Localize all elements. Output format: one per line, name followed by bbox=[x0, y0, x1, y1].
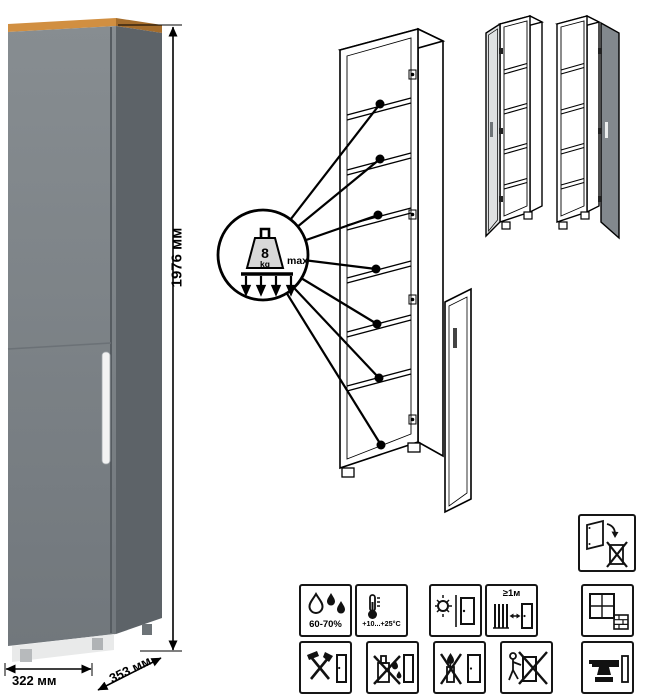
open-door bbox=[444, 287, 472, 514]
shelves bbox=[560, 62, 585, 190]
weight-unit: kg bbox=[260, 259, 270, 269]
max-load-callout: 8 kg max bbox=[216, 208, 310, 302]
temperature-icon: +10...+25°C bbox=[355, 584, 408, 637]
no-heavy-load-icon bbox=[581, 641, 634, 694]
cabinet-photo bbox=[7, 18, 162, 662]
hinges bbox=[408, 69, 417, 425]
water-drops-glyph bbox=[307, 591, 345, 614]
no-open-flame-icon bbox=[433, 641, 486, 694]
door-adjustment-glyph bbox=[586, 519, 628, 568]
cabinet-foot-left bbox=[20, 649, 32, 662]
door-hinged-right-drawing bbox=[555, 14, 620, 240]
anvil-glyph bbox=[588, 654, 629, 683]
heater-distance-label: ≥1м bbox=[502, 588, 521, 600]
door-handle bbox=[453, 328, 457, 348]
cabinet-side-panel bbox=[116, 26, 162, 634]
open-cabinet-drawing bbox=[337, 27, 472, 514]
indoor-use-icon bbox=[581, 584, 634, 637]
foot bbox=[580, 211, 590, 220]
cabinet-foot-right bbox=[92, 638, 103, 650]
door-hinged-left-drawing bbox=[485, 14, 544, 238]
shelf-load-diagram: 8 kg max bbox=[216, 27, 472, 514]
crossed-candle-glyph bbox=[439, 652, 481, 685]
width-dimension-label: 322 мм bbox=[12, 673, 57, 688]
cabinet-foot-side bbox=[142, 624, 152, 635]
foot bbox=[341, 467, 355, 478]
depth-dimension-arrow bbox=[97, 657, 162, 691]
no-impact-tools-icon bbox=[299, 641, 352, 694]
crossed-tools-glyph bbox=[306, 650, 347, 683]
foot bbox=[501, 221, 511, 230]
load-arrows bbox=[240, 276, 297, 297]
max-label: max bbox=[287, 255, 308, 267]
shelves bbox=[503, 62, 528, 190]
weight-value: 8 bbox=[261, 245, 269, 261]
cabinet-door-panel bbox=[8, 26, 116, 646]
window-wall-glyph bbox=[588, 592, 629, 630]
no-direct-sunlight-icon bbox=[429, 584, 482, 637]
hinges bbox=[499, 48, 503, 202]
door-handle bbox=[490, 122, 493, 137]
open-door bbox=[600, 21, 620, 240]
no-aggressive-cleaners-icon bbox=[366, 641, 419, 694]
cabinet-base bbox=[12, 634, 114, 662]
crossed-cleaner-glyph bbox=[372, 653, 414, 685]
person-cabinet-glyph bbox=[507, 650, 548, 685]
temperature-label: +10...+25°C bbox=[362, 619, 401, 629]
door-adjustment-icon bbox=[578, 514, 636, 572]
weight-icon bbox=[245, 237, 285, 269]
shelf-pointer-dots bbox=[371, 99, 386, 450]
foot bbox=[558, 221, 568, 230]
heater-distance-icon: ≥1м bbox=[485, 584, 538, 637]
door-seam bbox=[7, 342, 112, 350]
radiator-distance-glyph bbox=[492, 602, 533, 629]
sun-cabinet-glyph bbox=[434, 594, 475, 627]
door-handle bbox=[101, 351, 111, 465]
thermometer-glyph bbox=[367, 594, 380, 620]
humidity-label: 60-70% bbox=[309, 618, 342, 630]
do-not-drag-icon bbox=[500, 641, 553, 694]
foot bbox=[407, 442, 421, 453]
door-handle bbox=[605, 122, 608, 138]
foot bbox=[523, 211, 533, 220]
hinges bbox=[598, 48, 602, 202]
height-dimension-label: 1976 мм bbox=[168, 227, 186, 288]
weight-handle bbox=[259, 227, 271, 238]
wood-top-front bbox=[8, 18, 116, 32]
humidity-icon: 60-70% bbox=[299, 584, 352, 637]
